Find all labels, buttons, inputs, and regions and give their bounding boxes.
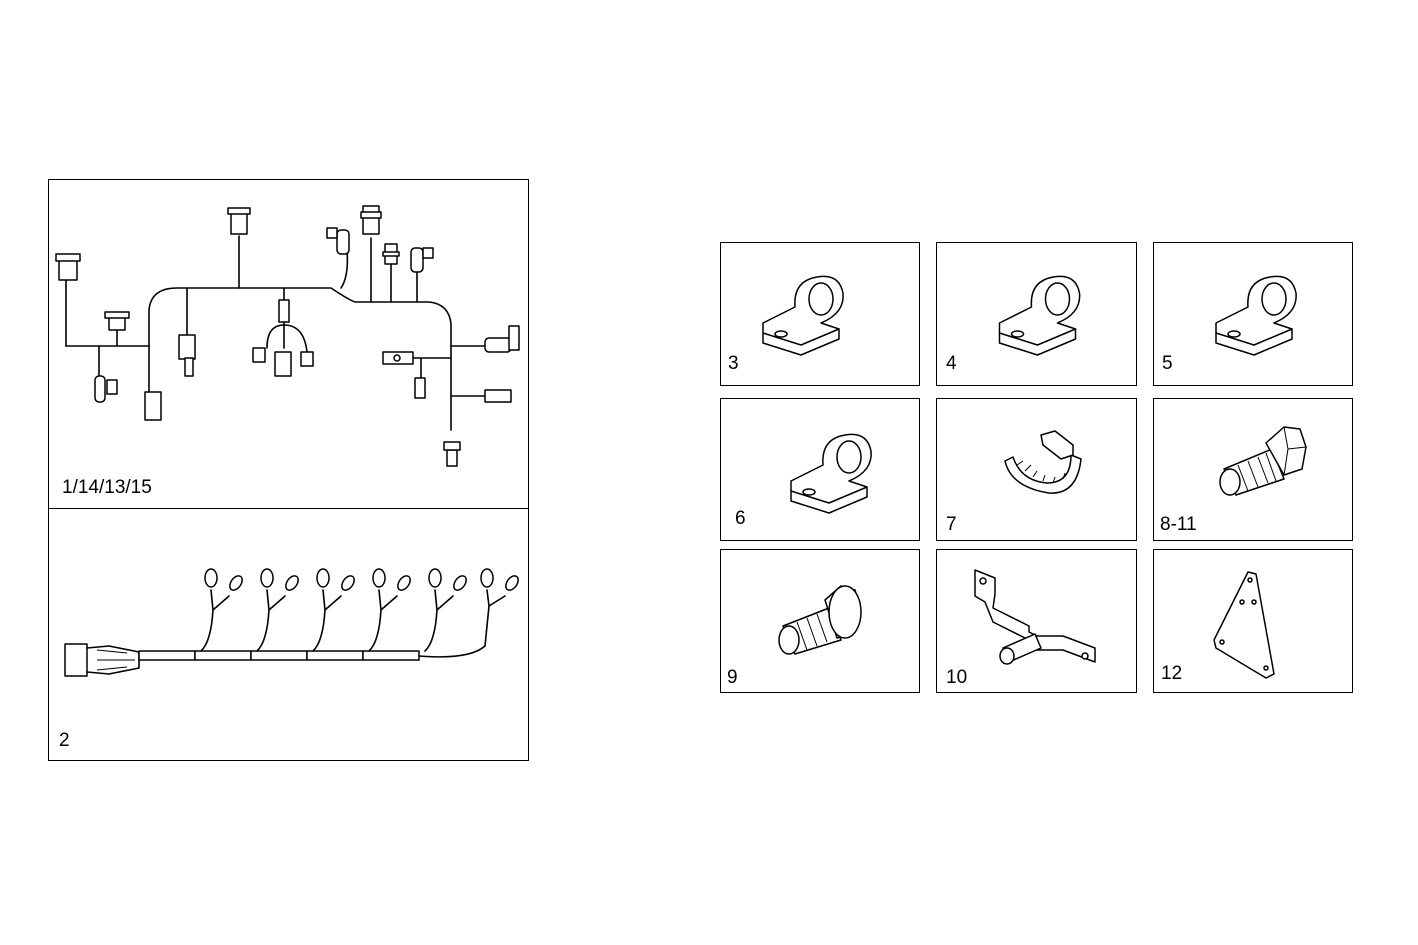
harness-lower-label: 2 xyxy=(59,730,70,751)
part-label-10: 10 xyxy=(946,667,968,688)
cable-tie-icon xyxy=(1004,430,1082,494)
engine-harness-drawing xyxy=(55,205,520,467)
part-label-8-11: 8-11 xyxy=(1160,514,1197,535)
p-clamp-icon xyxy=(790,433,872,514)
part-label-7: 7 xyxy=(946,514,957,535)
part-cell-12: 12 xyxy=(1153,549,1353,693)
part-cell-10: 10 xyxy=(936,549,1137,693)
bracket-icon xyxy=(974,569,1096,665)
harness-panel: 1/14/13/15 2 xyxy=(48,179,529,761)
part-label-9: 9 xyxy=(727,667,738,688)
part-label-5: 5 xyxy=(1162,353,1173,374)
part-cell-4: 4 xyxy=(936,242,1137,386)
harness-upper-label: 1/14/13/15 xyxy=(62,477,152,498)
part-cell-5: 5 xyxy=(1153,242,1353,386)
part-label-3: 3 xyxy=(728,353,739,374)
part-label-6: 6 xyxy=(735,508,746,529)
flange-bolt-icon xyxy=(778,585,862,655)
part-cell-6: 6 xyxy=(720,398,920,541)
part-cell-7: 7 xyxy=(936,398,1137,541)
p-clamp-icon xyxy=(1215,275,1297,356)
injector-harness-drawing xyxy=(64,568,519,677)
p-clamp-icon xyxy=(998,275,1081,356)
part-cell-8-11: 8-11 xyxy=(1153,398,1353,541)
part-cell-3: 3 xyxy=(720,242,920,386)
plate-icon xyxy=(1213,571,1275,679)
hex-bolt-icon xyxy=(1219,426,1307,496)
part-label-12: 12 xyxy=(1161,663,1183,684)
harness-divider xyxy=(49,508,528,509)
part-label-4: 4 xyxy=(946,353,957,374)
part-cell-9: 9 xyxy=(720,549,920,693)
p-clamp-icon xyxy=(762,275,844,356)
